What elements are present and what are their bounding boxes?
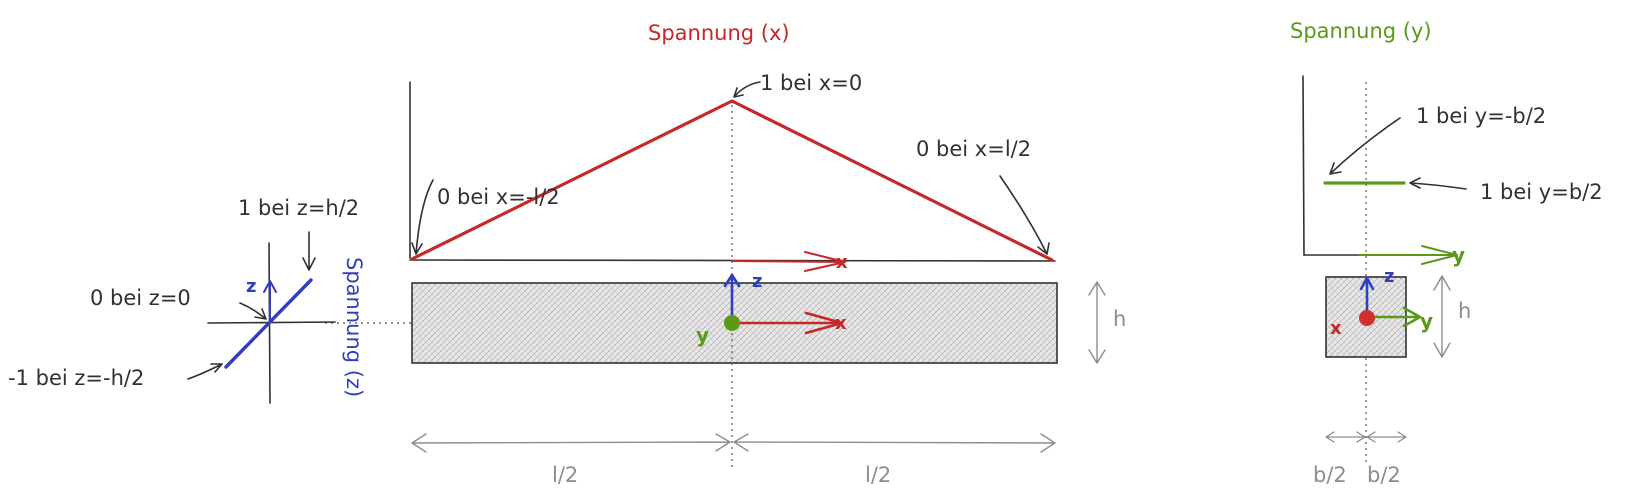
arrow-y-top: [1329, 117, 1401, 175]
beam-height-dimension: [1088, 281, 1106, 364]
beam-right-length-dimension: [733, 433, 1056, 453]
cross-section-y-label: y: [1420, 309, 1433, 333]
arrow-z-bottom: [187, 363, 223, 380]
beam-view: z x y h l/2 l/2: [325, 105, 1126, 487]
label-z-top: 1 bei z=h/2: [238, 196, 359, 220]
arrow-left-end: [411, 179, 434, 255]
beam-z-arrow-head: [723, 273, 741, 288]
stress-y-axis-arrow: [1359, 245, 1458, 265]
stress-x-triangle-distribution: [410, 99, 1054, 262]
cross-section-x-label: x: [1330, 318, 1342, 339]
stress-x-axis-label: x: [836, 252, 848, 273]
label-peak-x0: 1 bei x=0: [760, 71, 862, 95]
cross-section-view: z y x h b/2 b/2: [1313, 266, 1471, 487]
cross-section-right-width-dimension: [1366, 431, 1407, 443]
beam-origin-dot: [724, 315, 740, 331]
stress-z-linear-distribution: [224, 278, 313, 369]
stress-y-vertical-axis: [1302, 75, 1305, 256]
stress-z-axis-arrow: [263, 280, 277, 321]
cross-section-height-label: h: [1458, 299, 1471, 323]
beam-half-length-left: l/2: [552, 463, 578, 487]
stress-x-arrow-head: [804, 251, 846, 272]
beam-left-length-dimension: [411, 433, 731, 453]
label-y-bottom: 1 bei y=b/2: [1480, 180, 1603, 204]
cross-section-origin-dot: [1359, 310, 1375, 326]
cross-section-half-width-left: b/2: [1313, 463, 1347, 487]
stress-z-axis-label: z: [246, 276, 256, 297]
label-z-bottom: -1 bei z=-h/2: [8, 366, 144, 390]
stress-y-plot: Spannung (y) y 1 bei y=-b/2 1 bei y=b/2: [1290, 19, 1603, 462]
stress-x-title: Spannung (x): [648, 21, 790, 45]
arrow-y-bottom: [1409, 177, 1467, 190]
beam-half-length-right: l/2: [865, 463, 891, 487]
stress-y-axis-label: y: [1452, 243, 1465, 267]
stress-x-axis-arrow: [731, 260, 846, 263]
label-right-end: 0 bei x=l/2: [916, 137, 1031, 161]
beam-height-label: h: [1113, 307, 1126, 331]
stress-z-title: Spannung (z): [342, 257, 366, 397]
cross-section-half-width-right: b/2: [1367, 463, 1401, 487]
stress-y-title: Spannung (y): [1290, 19, 1432, 43]
arrow-z-top: [302, 231, 316, 271]
stress-z-plot: z Spannung (z) 1 bei z=h/2 0 bei z=0 -1 …: [8, 196, 366, 404]
label-z-mid: 0 bei z=0: [90, 286, 191, 310]
beam-y-label: y: [696, 323, 709, 347]
cross-section-left-width-dimension: [1325, 431, 1366, 443]
beam-z-label: z: [752, 271, 762, 292]
stress-x-plot: Spannung (x) x 1 bei x=0 0 bei x=-l/2 0 …: [409, 21, 1056, 273]
label-left-end: 0 bei x=-l/2: [437, 185, 560, 209]
cross-section-y-arrow: [1365, 306, 1422, 328]
cross-section-z-label: z: [1384, 266, 1394, 287]
label-y-top: 1 bei y=-b/2: [1416, 104, 1546, 128]
beam-x-arrow-head: [804, 311, 844, 335]
arrow-z-mid: [239, 302, 267, 320]
arrow-right-end: [999, 175, 1050, 255]
cross-section-height-dimension: [1433, 275, 1451, 358]
arrow-peak: [733, 81, 761, 98]
beam-x-label: x: [835, 313, 847, 334]
